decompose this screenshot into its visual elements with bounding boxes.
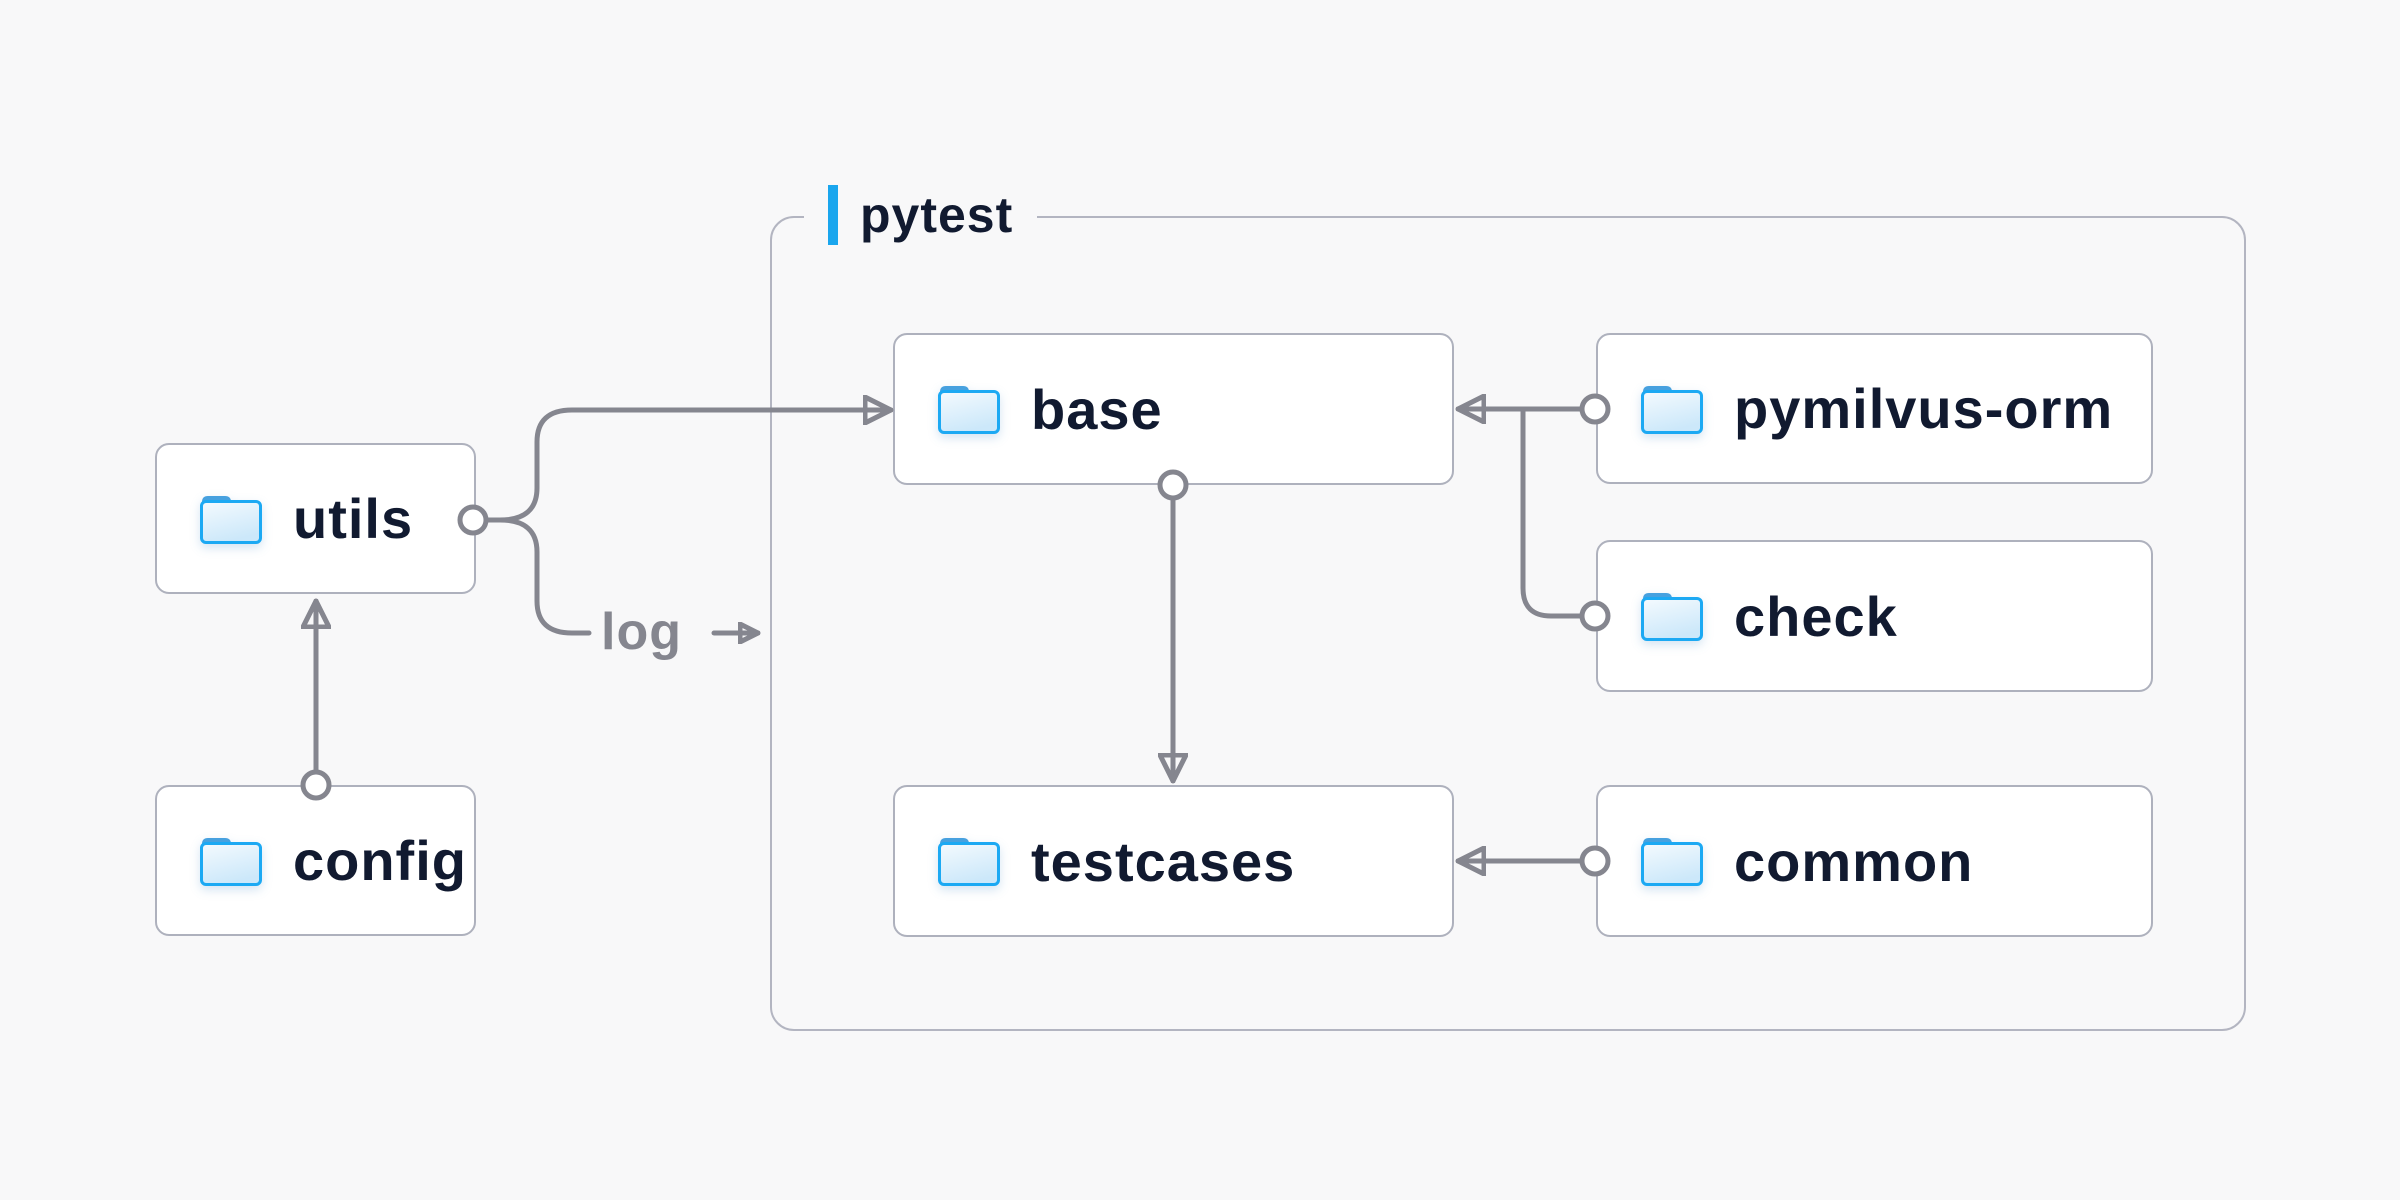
folder-icon <box>938 386 1000 434</box>
accent-bar-icon <box>828 185 838 245</box>
node-label: testcases <box>1031 829 1296 893</box>
node-label: config <box>293 829 467 892</box>
node-testcases: testcases <box>893 785 1454 937</box>
node-common: common <box>1596 785 2153 937</box>
node-label: common <box>1734 829 1974 893</box>
node-label: check <box>1734 584 1898 648</box>
folder-icon <box>200 837 262 886</box>
folder-icon <box>1641 385 1703 434</box>
node-label: pymilvus-orm <box>1734 377 2114 440</box>
folder-icon <box>200 495 262 544</box>
pytest-group <box>770 216 2246 1031</box>
folder-icon <box>938 838 1000 886</box>
node-label: base <box>1031 377 1163 441</box>
folder-icon <box>1641 838 1703 886</box>
node-base: base <box>893 333 1454 485</box>
node-pymilvus-orm: pymilvus-orm <box>1596 333 2153 484</box>
folder-icon <box>1641 593 1703 641</box>
pytest-group-label: pytest <box>804 182 1038 248</box>
edge-label-log: log <box>601 603 682 661</box>
node-config: config <box>155 785 476 936</box>
node-label: utils <box>293 487 414 550</box>
edge-utils-log <box>483 517 592 636</box>
group-label-text: pytest <box>860 187 1014 243</box>
node-check: check <box>1596 540 2153 692</box>
node-utils: utils <box>155 443 476 594</box>
